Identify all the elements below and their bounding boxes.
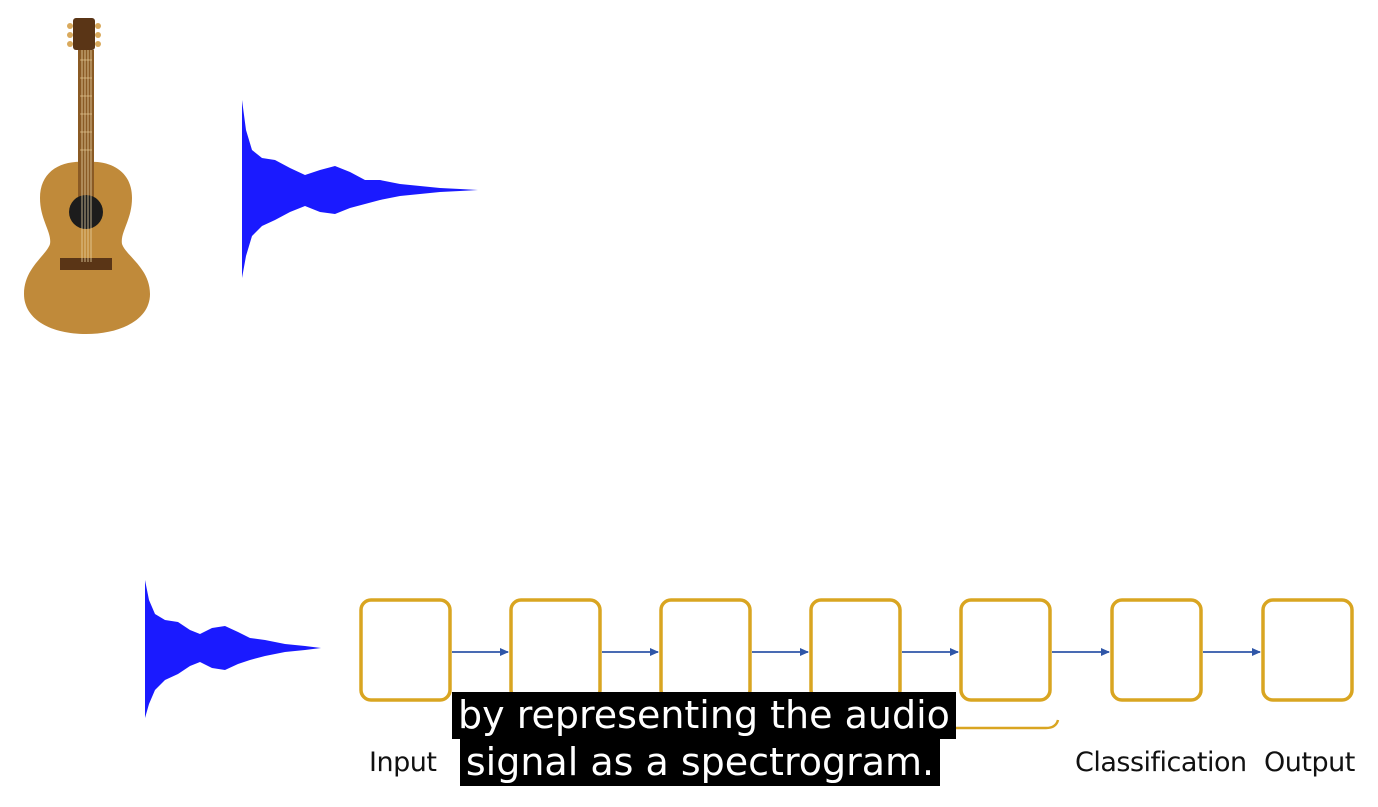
audio-waveform-icon	[145, 580, 321, 718]
classification-label: Classification	[1075, 747, 1247, 778]
caption-line-2: signal as a spectrogram.	[459, 739, 941, 786]
pipeline-boxes	[359, 598, 1354, 702]
pipeline-box	[509, 598, 602, 702]
caption-line-1: by representing the audio	[452, 692, 956, 739]
audio-waveform-icon	[242, 100, 478, 278]
pipeline-box	[959, 598, 1052, 702]
subtitle-caption: by representing the audio signal as a sp…	[452, 692, 956, 786]
pipeline-box	[1261, 598, 1354, 702]
output-label: Output	[1264, 747, 1355, 778]
pipeline-box	[359, 598, 452, 702]
pipeline-box	[1110, 598, 1203, 702]
pipeline-box	[659, 598, 752, 702]
pipeline-box	[809, 598, 902, 702]
acoustic-guitar-icon	[24, 18, 150, 334]
input-label: Input	[369, 747, 437, 778]
